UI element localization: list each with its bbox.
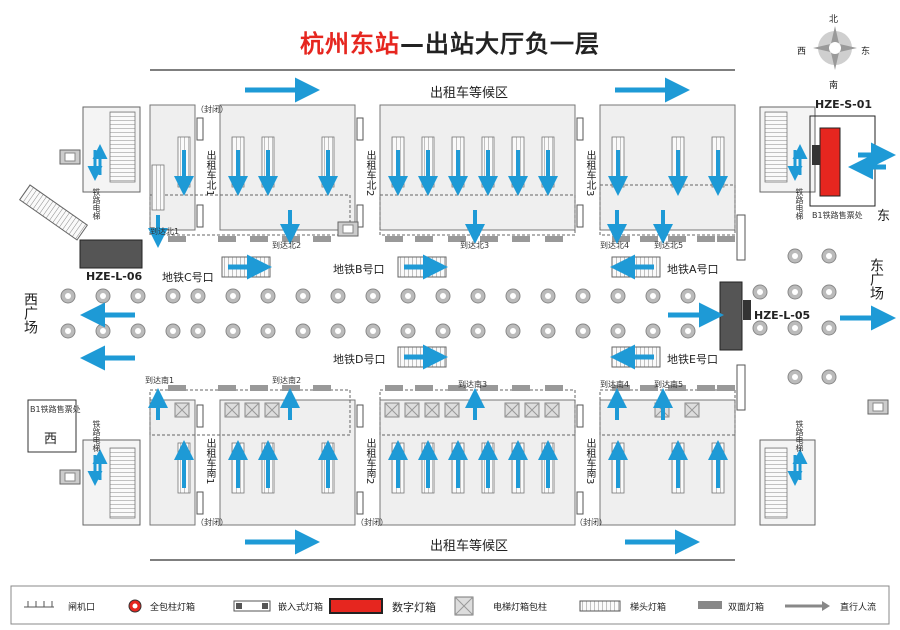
legend-gate: 闸机口 (68, 603, 96, 613)
closed-s2: （封闭） (356, 518, 388, 527)
taxi-wait-bottom: 出租车等候区 (430, 539, 509, 554)
west-square: 西广场 (22, 292, 38, 334)
ticket-west-char: 西 (44, 432, 58, 447)
digital-display-l05 (719, 281, 743, 351)
code-hze-l-06: HZE-L-06 (86, 270, 143, 283)
taxi-south-3: 出租车南3 (584, 438, 595, 485)
double-sided-lightbox (717, 385, 735, 391)
double-sided-lightbox (668, 236, 686, 242)
double-sided-lightbox (512, 236, 530, 242)
metro-exit-b: 地铁B号口 (333, 263, 385, 276)
arrive-north-5: 到达北5 (654, 241, 684, 250)
arrive-south-3: 到达南3 (458, 380, 488, 389)
double-sided-lightbox (250, 236, 268, 242)
double-sided-lightbox (640, 385, 658, 391)
double-sided-lightbox (168, 236, 186, 242)
elevator-nw: 铁路电梯 (92, 188, 101, 220)
taxi-north-2: 出租车北2 (364, 150, 375, 197)
ticket-office-east: B1铁路售票处 (812, 211, 863, 220)
metro-exit-a: 地铁A号口 (667, 263, 719, 276)
taxi-south-2: 出租车南2 (364, 438, 375, 485)
double-sided-lightbox (385, 385, 403, 391)
elevator-se: 铁路电梯 (795, 420, 804, 452)
escalator-strip (151, 164, 165, 211)
double-sided-lightbox (250, 385, 268, 391)
legend-double-sided: 双面灯箱 (728, 603, 765, 613)
double-sided-lightbox (697, 236, 715, 242)
closed-n1: （封闭） (196, 105, 228, 114)
arrive-south-1: 到达南1 (145, 376, 175, 385)
double-sided-lightbox (415, 385, 433, 391)
metro-exit-c: 地铁C号口 (162, 271, 214, 284)
arrive-north-4: 到达北4 (600, 241, 630, 250)
closed-s3: （封闭） (575, 518, 607, 527)
legend-digital: 数字灯箱 (392, 601, 436, 614)
double-sided-lightbox (512, 385, 530, 391)
compass-west: 西 (797, 47, 807, 57)
double-sided-lightbox (448, 236, 466, 242)
title-station: 杭州东站 (300, 30, 400, 58)
code-hze-l-05: HZE-L-05 (754, 309, 811, 322)
page-title: 杭州东站—出站大厅负一层 (0, 24, 900, 59)
arrive-south-5: 到达南5 (654, 380, 684, 389)
double-sided-lightbox (168, 385, 186, 391)
double-sided-lightbox (313, 385, 331, 391)
legend-escalator-head: 梯头灯箱 (630, 603, 667, 613)
double-sided-lightbox (545, 385, 563, 391)
compass-south: 南 (829, 81, 839, 91)
metro-exit-d: 地铁D号口 (333, 353, 386, 366)
arrive-south-4: 到达南4 (600, 380, 630, 389)
taxi-north-3: 出租车北3 (584, 150, 595, 197)
legend-box (10, 585, 890, 625)
arrive-north-1: 到达北1 (150, 227, 180, 236)
double-sided-lightbox (385, 236, 403, 242)
double-sided-lightbox (313, 236, 331, 242)
digital-display-s01 (819, 127, 841, 197)
taxi-north-1: 出租车北1 (204, 150, 215, 197)
title-floor: —出站大厅负一层 (400, 30, 600, 58)
compass-east: 东 (861, 47, 871, 57)
arrive-south-2: 到达南2 (272, 376, 302, 385)
direct-flow-arrows (80, 77, 896, 555)
double-sided-lightbox (480, 385, 498, 391)
arrive-north-3: 到达北3 (460, 241, 490, 250)
double-sided-lightbox (545, 236, 563, 242)
compass-north: 北 (829, 15, 839, 25)
double-sided-lightbox (218, 385, 236, 391)
compass-icon (813, 26, 857, 70)
east-char: 东 (877, 209, 891, 224)
full-column-lightboxes (60, 248, 837, 385)
legend-embedded: 嵌入式灯箱 (278, 603, 324, 613)
ticket-office-west: B1铁路售票处 (30, 405, 81, 414)
legend-full-column: 全包柱灯箱 (150, 603, 196, 613)
double-sided-lightbox (480, 236, 498, 242)
taxi-wait-top: 出租车等候区 (430, 86, 509, 101)
elevator-ne: 铁路电梯 (795, 188, 804, 220)
double-sided-lightbox (218, 236, 236, 242)
double-sided-lightbox (717, 236, 735, 242)
double-sided-lightbox (668, 385, 686, 391)
arrive-north-2: 到达北2 (272, 241, 302, 250)
double-sided-lightbox (415, 236, 433, 242)
legend-elevator-column: 电梯灯箱包柱 (493, 603, 548, 613)
closed-s1: （封闭） (196, 518, 228, 527)
metro-exit-e: 地铁E号口 (667, 353, 718, 366)
double-sided-lightbox (448, 385, 466, 391)
east-square: 东广场 (868, 258, 884, 300)
double-sided-lightbox (640, 236, 658, 242)
digital-display-l06 (79, 239, 143, 269)
elevator-column-lightboxes (174, 402, 700, 418)
taxi-south-1: 出租车南1 (204, 438, 215, 485)
double-sided-lightbox (697, 385, 715, 391)
code-hze-s-01: HZE-S-01 (815, 98, 873, 111)
elevator-sw: 铁路电梯 (92, 420, 101, 452)
legend-flow: 直行人流 (840, 603, 877, 613)
